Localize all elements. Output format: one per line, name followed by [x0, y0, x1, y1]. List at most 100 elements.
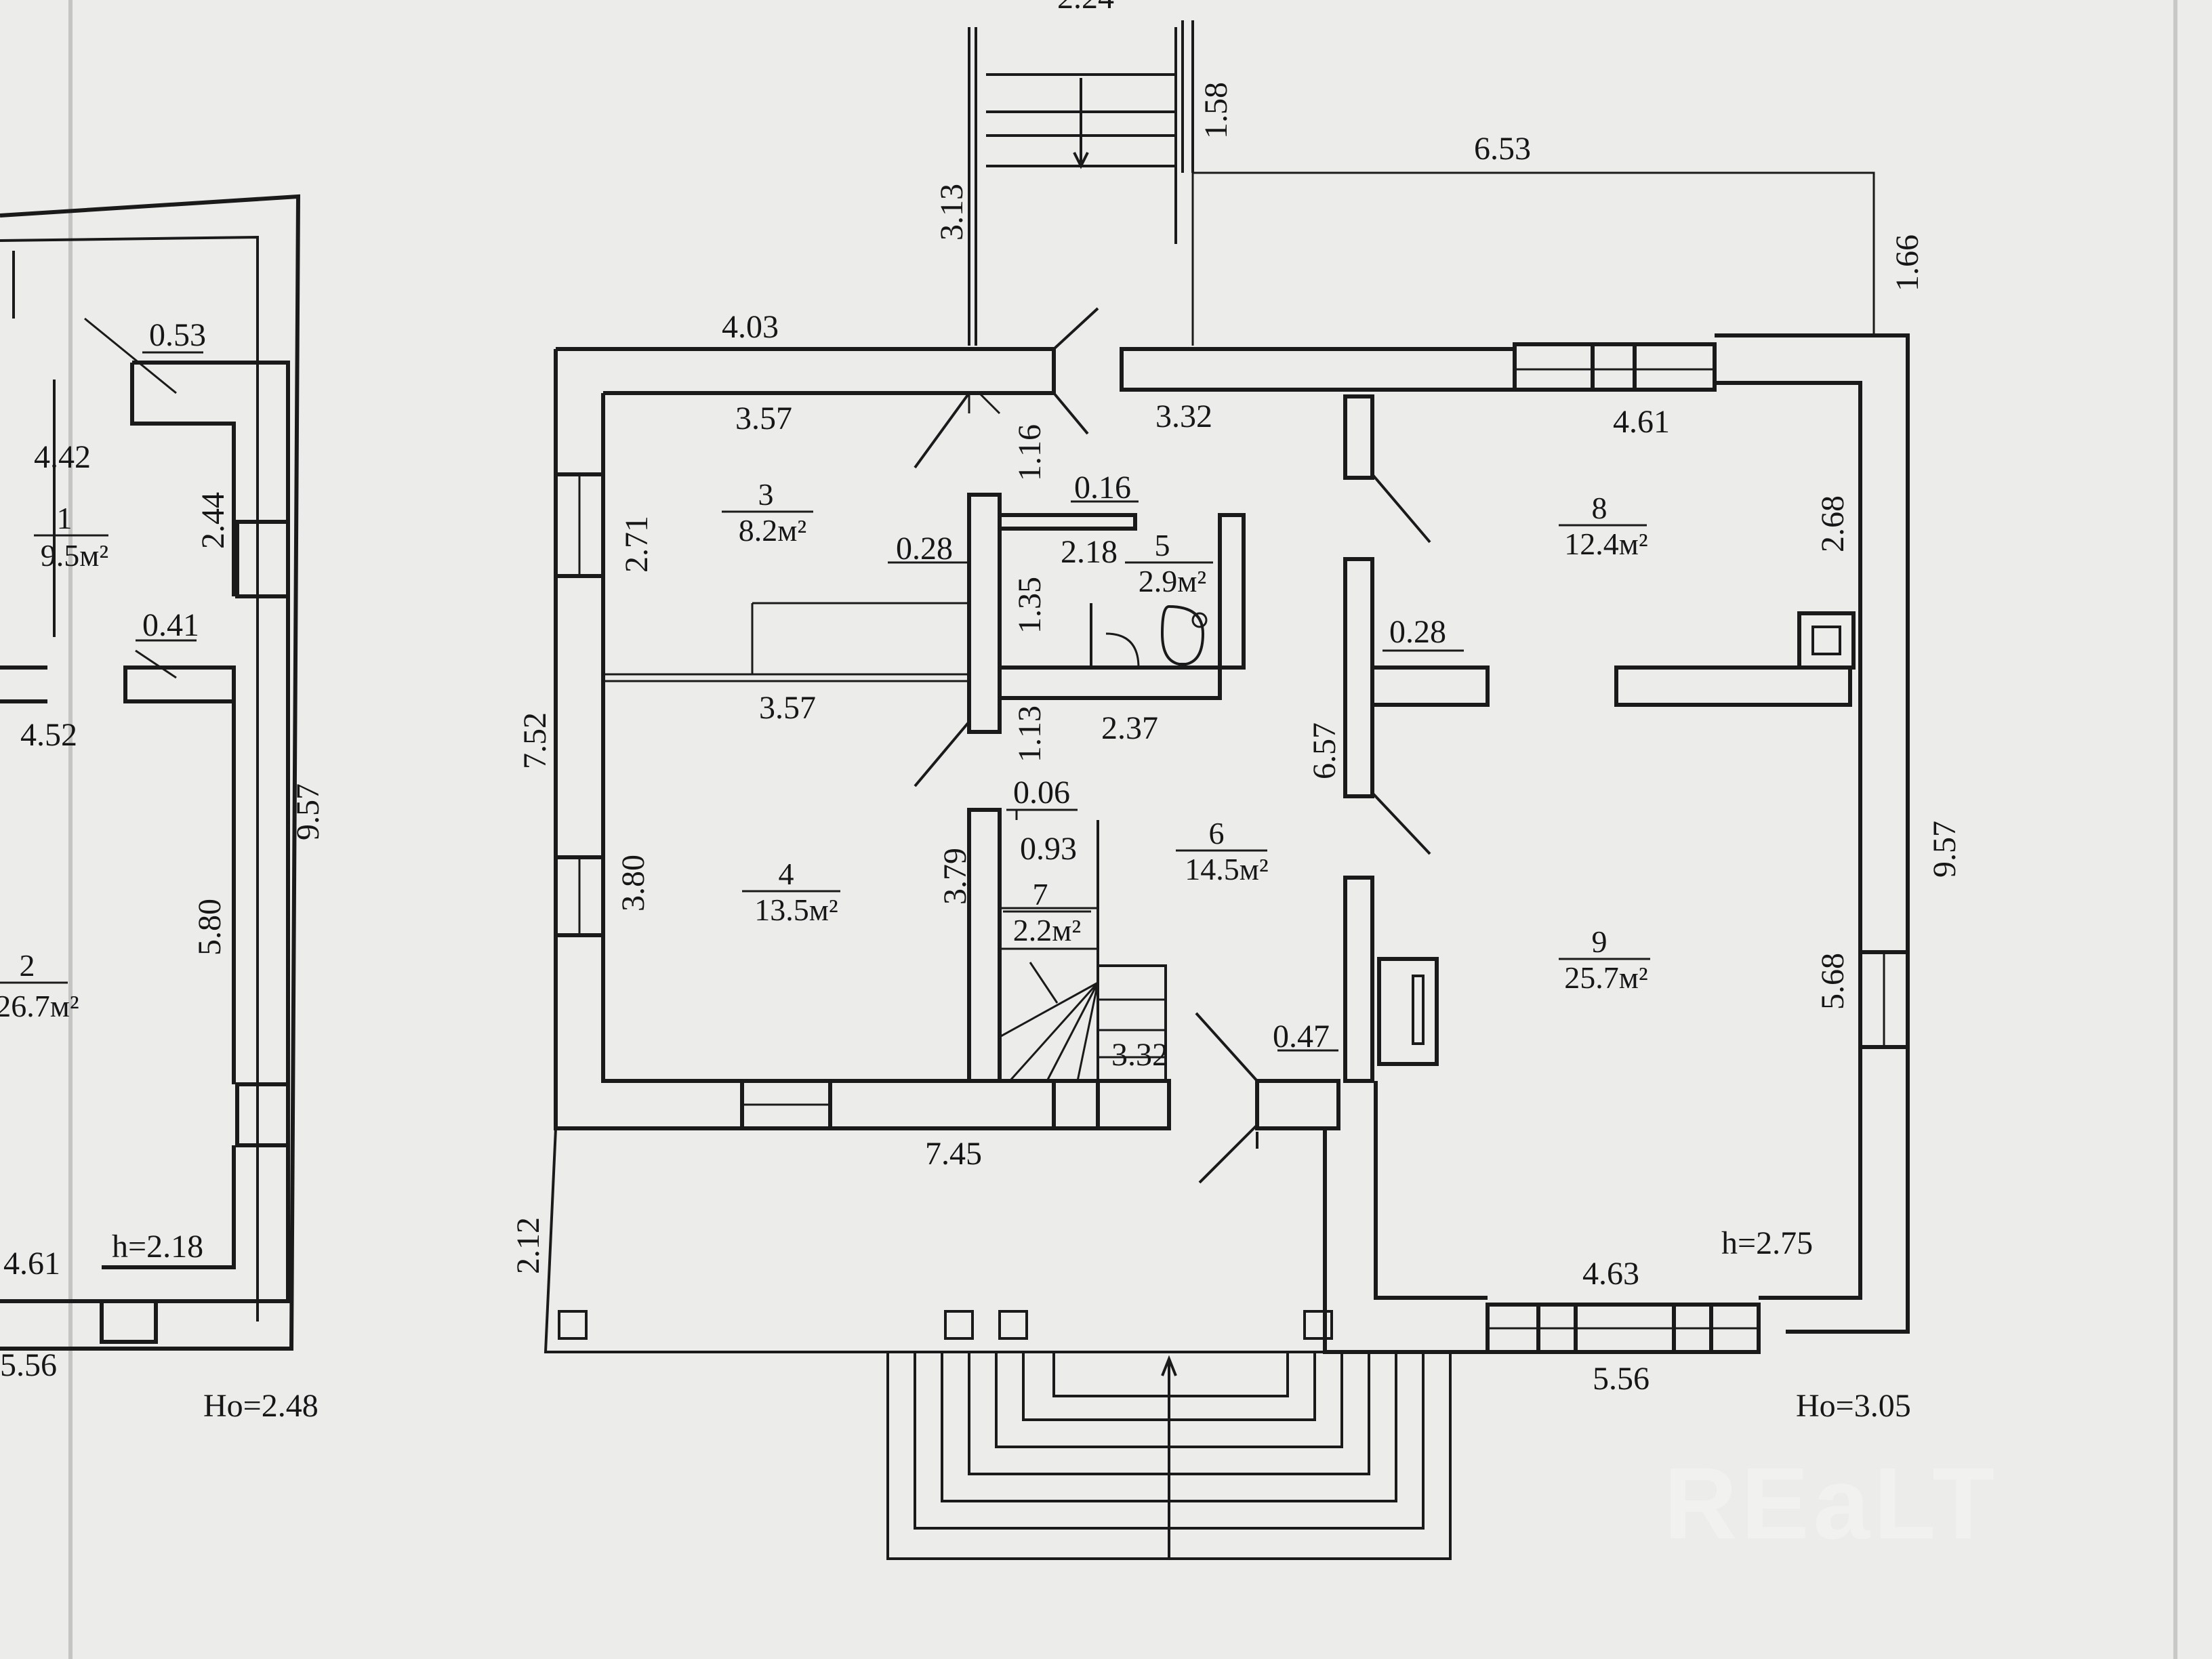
room-9-bottom-wall: [1374, 1081, 1488, 1300]
door-jamb: [968, 392, 1001, 415]
left-floor-plan: [0, 194, 301, 1351]
main-plan-labels: 2.24 1.58 3.13 6.53 1.66 4.03 3.57 1.16 …: [510, 0, 1963, 1424]
dim-5.56: 5.56: [1593, 1361, 1650, 1397]
dim-2.18: 2.18: [1061, 534, 1118, 570]
vestibule-wall-top: [1255, 1079, 1340, 1130]
terrace-post-4: [1303, 1310, 1333, 1340]
room-5-number: 5: [1155, 528, 1170, 562]
left-height-label: h=2.18: [112, 1229, 203, 1265]
dim-3.32-top: 3.32: [1155, 398, 1212, 434]
terrace-post-2: [944, 1310, 974, 1340]
left-dim-5.80: 5.80: [192, 899, 228, 956]
partition-room4-east: [967, 808, 1002, 1083]
dim-2.12: 2.12: [510, 1217, 546, 1274]
left-dim-2.44: 2.44: [195, 492, 231, 549]
terrace-outline: [544, 1128, 1325, 1353]
left-ho-label: Ho=2.48: [203, 1388, 319, 1424]
partition-center-top: [1343, 394, 1374, 480]
stair-landing: [1098, 964, 1167, 1081]
dim-1.58: 1.58: [1198, 82, 1234, 139]
wall-bottom-stub: [1054, 1079, 1100, 1130]
dimension-underlines: [888, 500, 1464, 1052]
room-7-number: 7: [1033, 877, 1048, 912]
left-room-1-number: 1: [57, 501, 73, 535]
stair-lines-top: [1000, 907, 1098, 950]
left-plan-outer-wall: [0, 194, 301, 1351]
main-height-label: h=2.75: [1721, 1225, 1813, 1261]
partition-room3-east: [967, 493, 1002, 734]
window-bottom-right-mullion-2: [1672, 1303, 1713, 1354]
dim-0.06: 0.06: [1013, 775, 1070, 811]
top-stair: [968, 20, 1875, 346]
door-swing-lines: [914, 307, 1431, 1184]
chimney-inner: [1811, 626, 1841, 655]
room-3-number: 3: [758, 477, 774, 512]
left-dim-9.57: 9.57: [290, 783, 326, 840]
partition-center-stub: [1370, 665, 1490, 707]
chimney-icon: [1797, 611, 1856, 670]
stair-arrow: [1029, 962, 1059, 1004]
room-4-area: 13.5м²: [754, 893, 838, 927]
room-3-area: 8.2м²: [739, 513, 806, 548]
dim-2.24: 2.24: [1057, 0, 1114, 16]
dim-0.93: 0.93: [1020, 831, 1077, 867]
room-5-area: 2.9м²: [1139, 564, 1206, 598]
dim-0.47: 0.47: [1273, 1019, 1330, 1054]
dim-4.63: 4.63: [1582, 1256, 1639, 1292]
left-dim-4.61: 4.61: [3, 1246, 60, 1282]
partition-room3-room4: [603, 673, 969, 682]
terrace-post-3: [998, 1310, 1028, 1340]
wall-top-left: [556, 347, 1056, 395]
dim-1.35: 1.35: [1012, 577, 1048, 634]
dim-6.57: 6.57: [1307, 722, 1343, 779]
dim-4.61: 4.61: [1613, 404, 1670, 440]
stove-icon: [1377, 957, 1439, 1066]
dim-3.80: 3.80: [615, 855, 651, 912]
main-ho-label: Ho=3.05: [1796, 1388, 1911, 1424]
dim-3.13: 3.13: [934, 184, 970, 241]
left-plan-window-3: [100, 1299, 158, 1344]
stove-detail: [1412, 975, 1425, 1045]
left-plan-window-1: [235, 520, 290, 598]
dim-2.37: 2.37: [1101, 710, 1158, 746]
bathroom-door-arc: [1105, 632, 1140, 668]
left-dim-5.56: 5.56: [0, 1347, 57, 1383]
left-room-1-area: 9.5м²: [41, 538, 108, 573]
wall-right-inner-top: [1715, 381, 1862, 952]
dim-4.03: 4.03: [722, 309, 779, 345]
wall-right-outer: [1715, 333, 1910, 1334]
partition-room8-room9: [1614, 665, 1852, 707]
stair-winders: [999, 981, 1099, 1082]
dim-6.53: 6.53: [1474, 131, 1531, 167]
wall-right-inner-bottom: [1759, 1047, 1862, 1300]
dim-5.68: 5.68: [1815, 953, 1851, 1010]
room-7-area: 2.2м²: [1013, 913, 1081, 947]
terrace-post-1: [558, 1310, 588, 1340]
left-dim-4.42: 4.42: [34, 439, 91, 475]
dim-3.57-mid: 3.57: [759, 690, 816, 726]
main-floor-plan: [544, 20, 1910, 1560]
dim-7.52: 7.52: [517, 712, 553, 769]
entry-steps: [886, 1352, 1452, 1560]
dim-7.45: 7.45: [925, 1136, 982, 1172]
left-plan-leader: [135, 649, 177, 679]
partition-center-bottom: [1343, 876, 1374, 1083]
dim-1.66: 1.66: [1889, 234, 1925, 291]
toilet-icon: [1160, 605, 1205, 665]
toilet-tank-icon: [1191, 612, 1208, 628]
realt-watermark-logo: REaLT: [1664, 1446, 1999, 1560]
stair-treads: [1098, 998, 1166, 1059]
window-top-right-mullion: [1591, 342, 1637, 392]
dim-2.68: 2.68: [1815, 495, 1851, 552]
room-6-area: 14.5м²: [1185, 852, 1268, 886]
window-bottom-right-mullion-1: [1536, 1303, 1578, 1354]
dim-1.16: 1.16: [1012, 424, 1048, 481]
dim-3.32-bottom: 3.32: [1111, 1037, 1168, 1073]
bathroom-wall: [1000, 513, 1246, 700]
dim-0.28-center: 0.28: [1389, 614, 1446, 650]
room-8-number: 8: [1592, 491, 1607, 525]
room-9-area: 25.7м²: [1564, 960, 1647, 995]
dim-0.16: 0.16: [1074, 470, 1131, 506]
dim-0.28-left: 0.28: [896, 531, 953, 567]
dim-3.79: 3.79: [937, 848, 973, 905]
